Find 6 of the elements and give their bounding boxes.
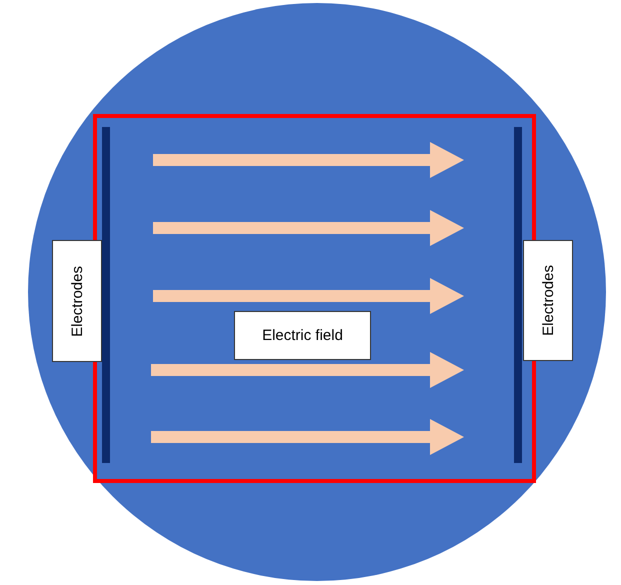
label-box [523,240,573,361]
label-box [234,311,371,360]
label-text: Electric field [262,327,343,344]
label-box [52,240,102,362]
label-text: Electrodes [68,266,86,336]
label-text: Electrodes [540,265,556,336]
